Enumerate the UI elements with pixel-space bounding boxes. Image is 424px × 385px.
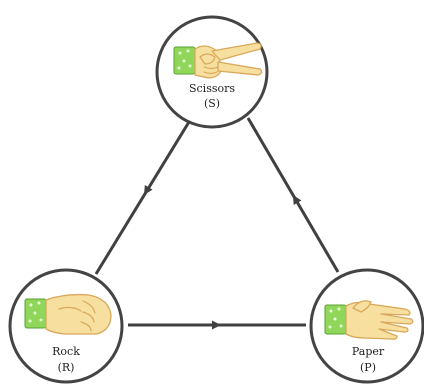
arrowhead-paper-scissors — [293, 195, 302, 206]
hand-rock-icon — [24, 293, 112, 335]
node-scissors-name: Scissors — [189, 82, 235, 95]
edges — [94, 116, 340, 330]
node-paper-abbr: (P) — [360, 361, 376, 374]
edge-scissors-rock — [94, 116, 194, 275]
node-rock: Rock (R) — [8, 268, 124, 384]
hand-scissors-icon — [173, 42, 263, 79]
node-rock-abbr: (R) — [58, 361, 75, 374]
arrowhead-rock-paper — [212, 320, 221, 330]
node-scissors-abbr: (S) — [204, 97, 220, 110]
node-paper-name: Paper — [352, 345, 385, 358]
node-rock-name: Rock — [52, 345, 80, 358]
hand-paper-icon — [324, 300, 414, 340]
node-paper: Paper (P) — [309, 268, 424, 384]
node-scissors: Scissors (S) — [155, 15, 269, 129]
arrowhead-scissors-rock — [144, 184, 153, 195]
